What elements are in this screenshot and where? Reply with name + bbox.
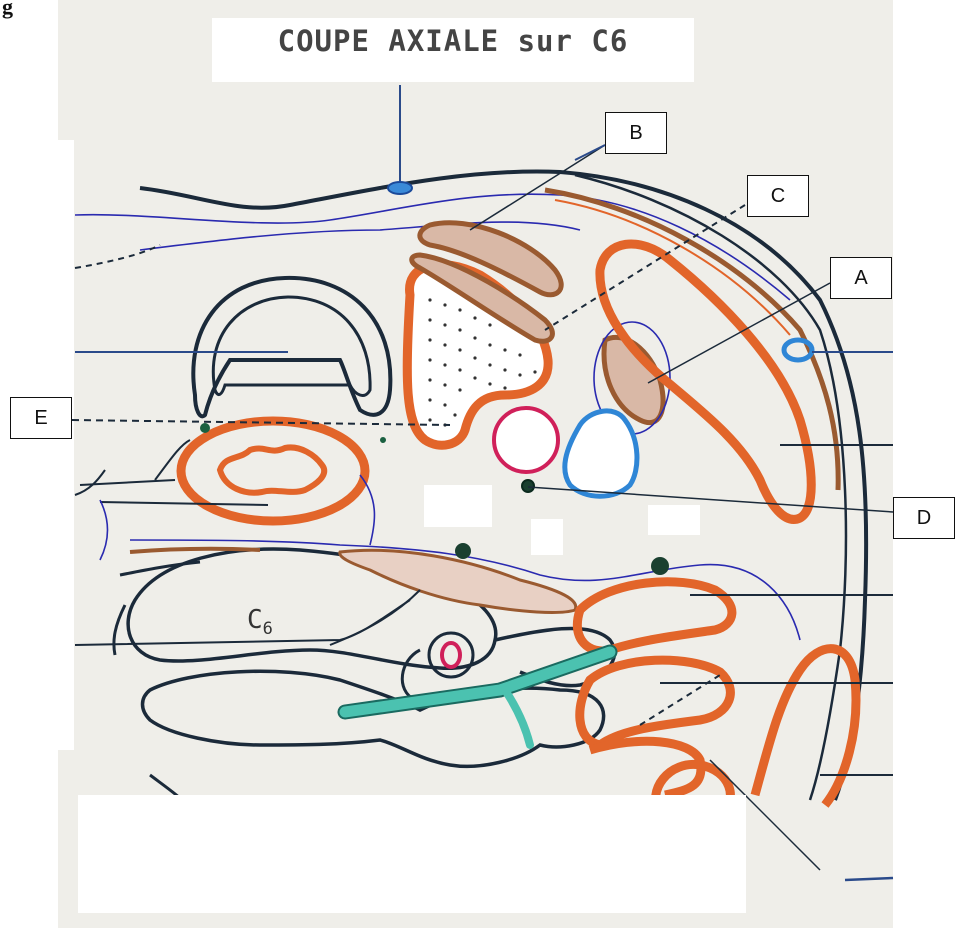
label-c-text: C	[771, 185, 785, 208]
anterior-jugular-vein	[388, 182, 412, 194]
pointer-b	[470, 145, 605, 230]
left-ear-curve	[75, 470, 105, 495]
bottom-right-line	[845, 878, 893, 880]
posterior-curve	[114, 605, 125, 655]
scalene-anterior	[577, 582, 732, 651]
left-muscle-curve	[100, 500, 108, 560]
label-e-text: E	[34, 407, 47, 430]
posterior-lines	[120, 562, 200, 575]
foramen-contour	[402, 650, 420, 700]
vagus-nerve	[522, 480, 534, 492]
label-d-text: D	[917, 507, 931, 530]
label-a-text: A	[854, 267, 867, 290]
brachial-plexus-branch	[505, 690, 530, 745]
internal-jugular-vein	[565, 411, 637, 496]
blank-answer-box	[78, 795, 746, 913]
vertebral-artery	[442, 643, 460, 667]
pointer-b-blue	[575, 145, 605, 160]
sympathetic-trunk-left	[455, 543, 471, 559]
label-box-a: A	[830, 257, 892, 299]
pointer-d	[528, 487, 893, 512]
blank-patch-2	[531, 519, 563, 555]
trapezius	[755, 649, 856, 805]
recurrent-nerve-right	[380, 437, 386, 443]
label-b-text: B	[629, 122, 642, 145]
vertebra-letter: C	[247, 605, 263, 635]
label-box-d: D	[893, 497, 955, 539]
longus-colli	[340, 550, 576, 612]
recurrent-nerve-left	[200, 423, 210, 433]
label-box-e: E	[10, 397, 72, 439]
scalene-middle	[580, 660, 731, 745]
esophagus-pointer	[100, 502, 268, 505]
esophagus-outer	[181, 421, 365, 521]
longus-pointer	[330, 590, 420, 645]
label-box-c: C	[747, 175, 809, 217]
label-box-b: B	[605, 112, 667, 154]
esophagus-lumen	[220, 447, 324, 492]
sympathetic-trunk-right	[651, 557, 669, 575]
blank-patch-1	[424, 485, 492, 527]
vertebra-number: 6	[263, 619, 273, 639]
common-carotid-artery	[494, 408, 558, 472]
vertebra-label: C6	[247, 605, 273, 639]
blank-patch-3	[648, 505, 700, 535]
vertebral-artery-ring	[429, 633, 473, 677]
